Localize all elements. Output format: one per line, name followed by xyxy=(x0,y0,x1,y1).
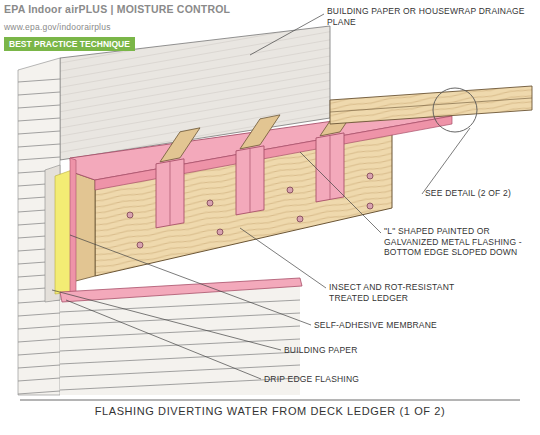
badge-text: BEST PRACTICE TECHNIQUE xyxy=(4,37,135,51)
callout: SELF-ADHESIVE MEMBRANE xyxy=(314,320,514,331)
header-title: EPA Indoor airPLUS | MOISTURE CONTROL xyxy=(4,4,230,15)
caption-rule xyxy=(20,400,520,401)
l-flashing-edge xyxy=(95,116,452,190)
callout: BUILDING PAPER xyxy=(284,345,484,356)
caption: FLASHING DIVERTING WATER FROM DECK LEDGE… xyxy=(95,406,446,417)
callout: SEE DETAIL (2 OF 2) xyxy=(425,188,520,199)
drip-edge-flashing xyxy=(60,278,302,302)
callout: "L" SHAPED PAINTED OR GALVANIZED METAL F… xyxy=(384,226,534,258)
callout: INSECT AND ROT-RESISTANT TREATED LEDGER xyxy=(329,282,489,303)
self-adhesive-membrane xyxy=(55,170,72,294)
callout: BUILDING PAPER OR HOUSEWRAP DRAINAGE PLA… xyxy=(327,6,527,27)
header-url: www.epa.gov/indoorairplus xyxy=(4,22,111,33)
siding-laps xyxy=(18,79,60,394)
siding xyxy=(18,58,60,395)
joists xyxy=(156,102,360,228)
deck-board-joint xyxy=(330,98,532,112)
detail-circle xyxy=(433,88,477,132)
ledger-bolts xyxy=(127,173,373,248)
deck-boards xyxy=(330,86,532,124)
callout: DRIP EDGE FLASHING xyxy=(264,374,464,385)
flashing-face xyxy=(70,158,76,298)
badge: BEST PRACTICE TECHNIQUE xyxy=(4,37,135,51)
